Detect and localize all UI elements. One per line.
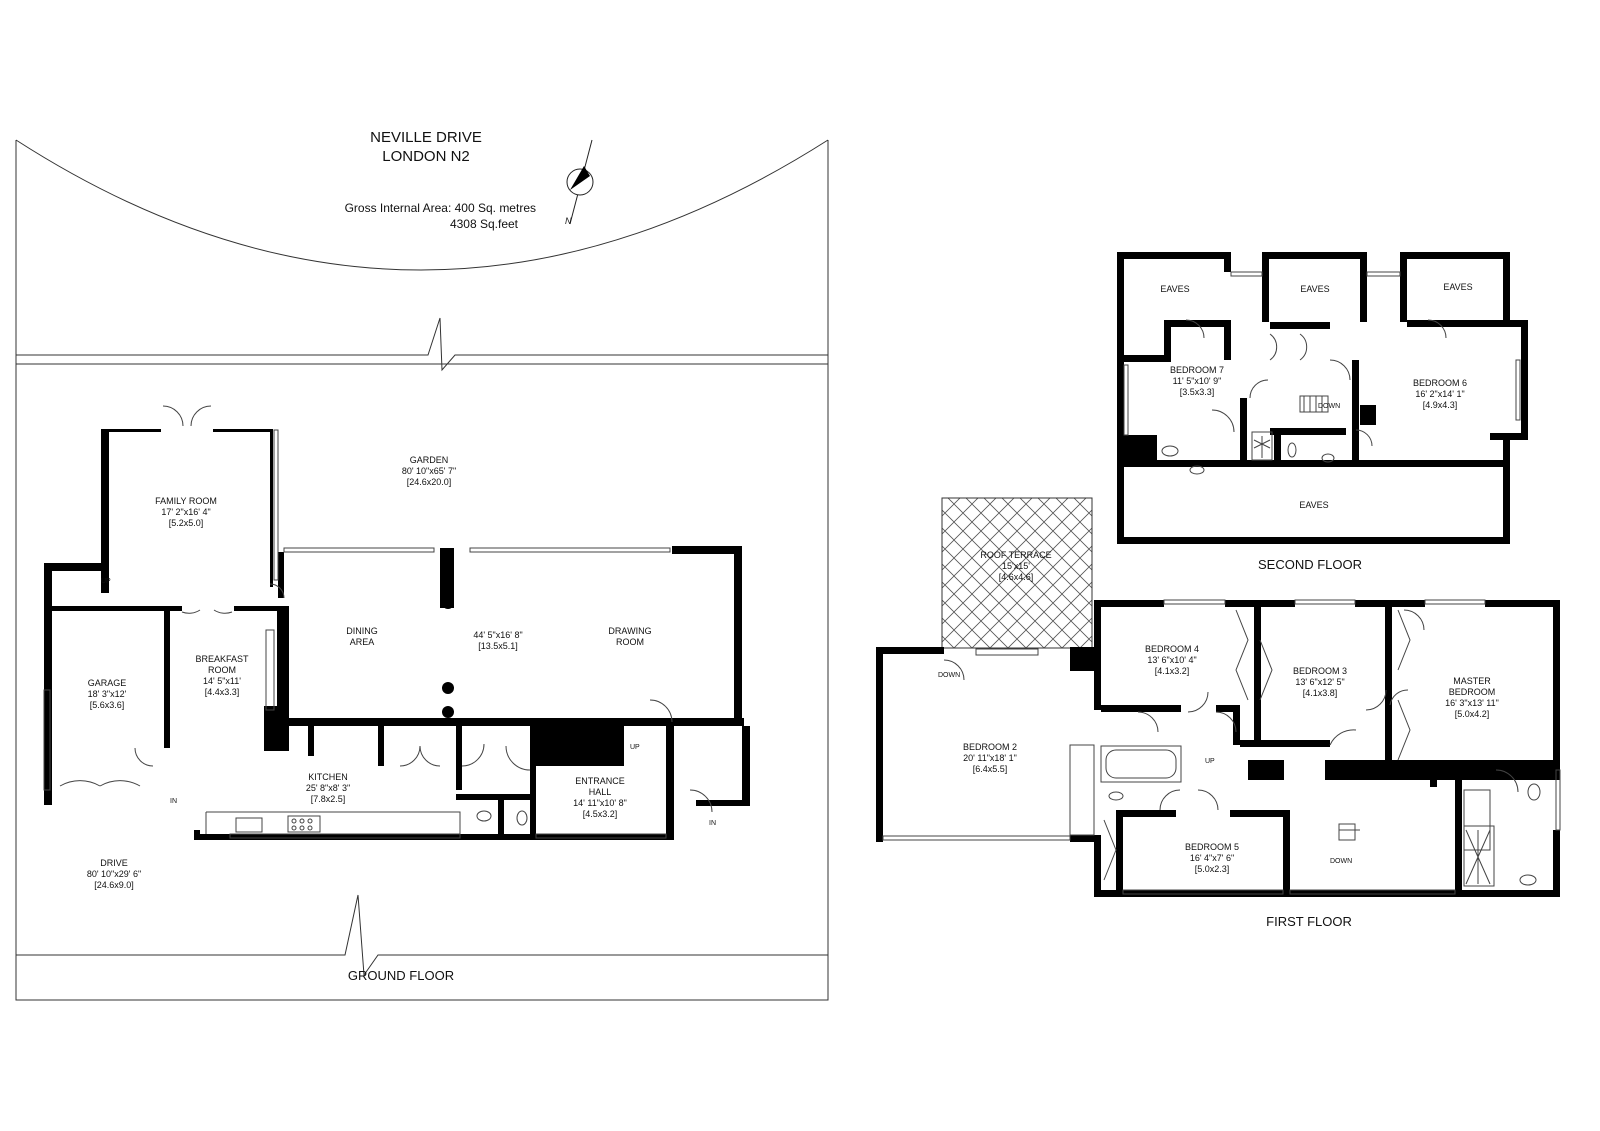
room-bedroom-4: BEDROOM 4 13' 6"x10' 4" [4.1x3.2] — [1144, 644, 1200, 676]
room-entrance-hall: ENTRANCE HALL 14' 11"x10' 8" [4.5x3.2] — [573, 776, 627, 819]
second-floor-label: SECOND FLOOR — [1257, 557, 1363, 572]
gia-imperial: 4308 Sq.feet — [449, 217, 518, 231]
first-floor-label: FIRST FLOOR — [1266, 914, 1352, 929]
room-garden: GARDEN 80' 10"x65' 7" [24.6x20.0] — [401, 455, 457, 487]
address-line-1: NEVILLE DRIVE — [370, 129, 482, 146]
garden-arc — [15, 139, 829, 271]
stairs-up-marker: UP — [101, 578, 111, 585]
room-drawing-room: DRAWING ROOM — [608, 626, 652, 647]
room-dining-area: DINING AREA — [346, 626, 378, 647]
ground-floor-label: GROUND FLOOR — [347, 968, 455, 983]
stairs-down-marker: DOWN — [938, 672, 961, 679]
stairs-up-marker: UP — [630, 744, 640, 751]
room-kitchen: KITCHEN 25' 8"x8' 3" [7.8x2.5] — [305, 772, 351, 804]
room-roof-terrace: ROOF TERRACE 15'x15' [4.6x4.6] — [980, 550, 1052, 582]
room-master-bedroom: MASTER BEDROOM 16' 3"x13' 11" [5.0x4.2] — [1445, 676, 1499, 719]
roof-terrace-hatch — [941, 497, 1093, 649]
room-bedroom-2: BEDROOM 2 20' 11"x18' 1" [6.4x5.5] — [962, 742, 1018, 774]
stairs-down-marker: DOWN — [1330, 858, 1353, 865]
room-eaves: EAVES — [1300, 284, 1330, 294]
ground-floor-details — [43, 405, 713, 839]
room-living-dimensions: 44' 5"x16' 8" [13.5x5.1] — [473, 630, 523, 651]
address-title: NEVILLE DRIVE LONDON N2 — [370, 128, 482, 166]
ground-floor-plan — [15, 139, 829, 1001]
room-drive: DRIVE 80' 10"x29' 6" [24.6x9.0] — [86, 858, 142, 890]
room-eaves: EAVES — [1443, 282, 1473, 292]
compass-icon — [566, 139, 594, 225]
room-bedroom-5: BEDROOM 5 16' 4"x7' 6" [5.0x2.3] — [1184, 842, 1240, 874]
gross-internal-area: Gross Internal Area: 400 Sq. metres 4308… — [316, 200, 536, 232]
room-family-room: FAMILY ROOM 17' 2"x16' 4" [5.2x5.0] — [155, 496, 217, 528]
room-breakfast-room: BREAKFAST ROOM 14' 5"x11' [4.4x3.3] — [195, 654, 249, 697]
second-floor-details — [1123, 271, 1521, 475]
room-bedroom-6: BEDROOM 6 16' 2"x14' 1" [4.9x4.3] — [1412, 378, 1468, 410]
room-eaves: EAVES — [1299, 500, 1329, 510]
room-bedroom-3: BEDROOM 3 13' 6"x12' 5" [4.1x3.8] — [1292, 666, 1348, 698]
address-line-2: LONDON N2 — [382, 148, 470, 165]
garden-boundary — [15, 140, 829, 365]
room-garage: GARAGE 18' 3"x12' [5.6x3.6] — [87, 678, 127, 710]
stairs-down-marker: DOWN — [1318, 403, 1341, 410]
ground-floor-walls — [44, 429, 750, 840]
first-floor-details — [882, 599, 1561, 895]
second-floor-walls — [1117, 252, 1528, 544]
drive-boundary — [15, 364, 829, 1001]
gia-metric: Gross Internal Area: 400 Sq. metres — [344, 201, 536, 215]
entrance-in-marker: IN — [170, 798, 177, 805]
room-eaves: EAVES — [1160, 284, 1190, 294]
entrance-in-marker: IN — [709, 820, 716, 827]
stairs-up-marker: UP — [1205, 758, 1215, 765]
north-label: N — [565, 216, 572, 226]
room-bedroom-7: BEDROOM 7 11' 5"x10' 9" [3.5x3.3] — [1169, 365, 1225, 397]
